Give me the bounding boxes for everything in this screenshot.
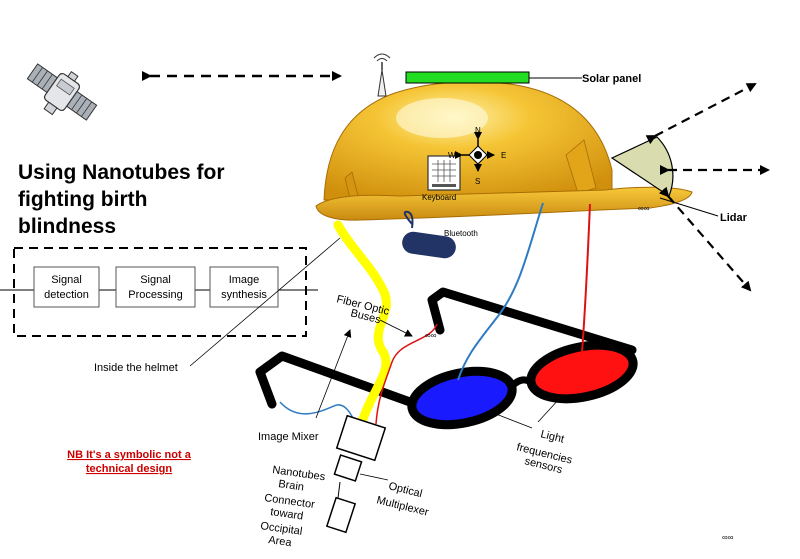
svg-text:∞∞: ∞∞ <box>638 204 650 213</box>
bluetooth-label: Bluetooth <box>444 229 478 238</box>
svg-text:Processing: Processing <box>128 289 182 301</box>
lidar-label: Lidar <box>720 212 748 224</box>
inside-helmet-dashed-box <box>13 247 307 337</box>
svg-text:detection: detection <box>44 289 89 301</box>
svg-text:Image: Image <box>229 274 260 286</box>
blue-cable-right <box>457 202 544 381</box>
lens-blue <box>407 366 517 430</box>
keyboard-icon <box>427 155 461 191</box>
solar-panel-label: Solar panel <box>582 73 641 85</box>
inside-helmet-label: Inside the helmet <box>94 362 178 374</box>
helmet <box>315 81 693 221</box>
title-line-3: blindness <box>18 215 116 238</box>
light-sensors-label-1: Light <box>539 428 565 445</box>
svg-text:Occipital: Occipital <box>260 520 303 538</box>
image-synthesis-block: Image synthesis <box>209 266 279 308</box>
signal-processing-block: Signal Processing <box>115 266 196 308</box>
svg-text:∞∞: ∞∞ <box>722 533 734 542</box>
optical-multiplexer-box <box>333 454 363 482</box>
solar-panel <box>405 71 530 84</box>
svg-text:synthesis: synthesis <box>221 289 267 301</box>
compass-south: S <box>475 177 480 186</box>
compass-west: W <box>448 151 456 160</box>
svg-text:Signal: Signal <box>51 274 82 286</box>
antenna-icon <box>373 53 391 97</box>
yellow-fiber-cable <box>333 220 391 427</box>
image-mixer-label: Image Mixer <box>258 431 319 443</box>
lens-red <box>526 340 638 404</box>
lidar-signal-arrows <box>645 83 770 292</box>
note-line-1: NB It's a symbolic not a <box>67 449 192 461</box>
compass-north: N <box>475 126 481 135</box>
compass-icon <box>455 132 495 172</box>
signal-detection-block: Signal detection <box>33 266 100 308</box>
svg-text:∞∞: ∞∞ <box>425 331 437 340</box>
title-line-1: Using Nanotubes for <box>18 161 225 184</box>
brain-connector-box <box>325 496 357 534</box>
svg-text:toward: toward <box>270 506 304 522</box>
optical-multiplexer-label-2: Multiplexer <box>375 494 430 519</box>
nanotubes-label: Nanotubes Brain Connector toward Occipit… <box>260 464 327 549</box>
compass-east: E <box>501 151 506 160</box>
svg-text:Signal: Signal <box>140 274 171 286</box>
svg-text:Area: Area <box>268 534 294 549</box>
red-cable-right <box>581 203 591 353</box>
red-cable-left <box>375 323 438 425</box>
glasses <box>255 287 638 430</box>
keyboard-label: Keyboard <box>422 193 456 202</box>
satellite-icon <box>26 63 98 121</box>
note-line-2: technical design <box>86 463 172 475</box>
image-mixer-box <box>335 414 387 462</box>
title-line-2: fighting birth <box>18 188 147 211</box>
svg-text:Brain: Brain <box>278 478 305 493</box>
bluetooth-icon <box>402 210 456 259</box>
